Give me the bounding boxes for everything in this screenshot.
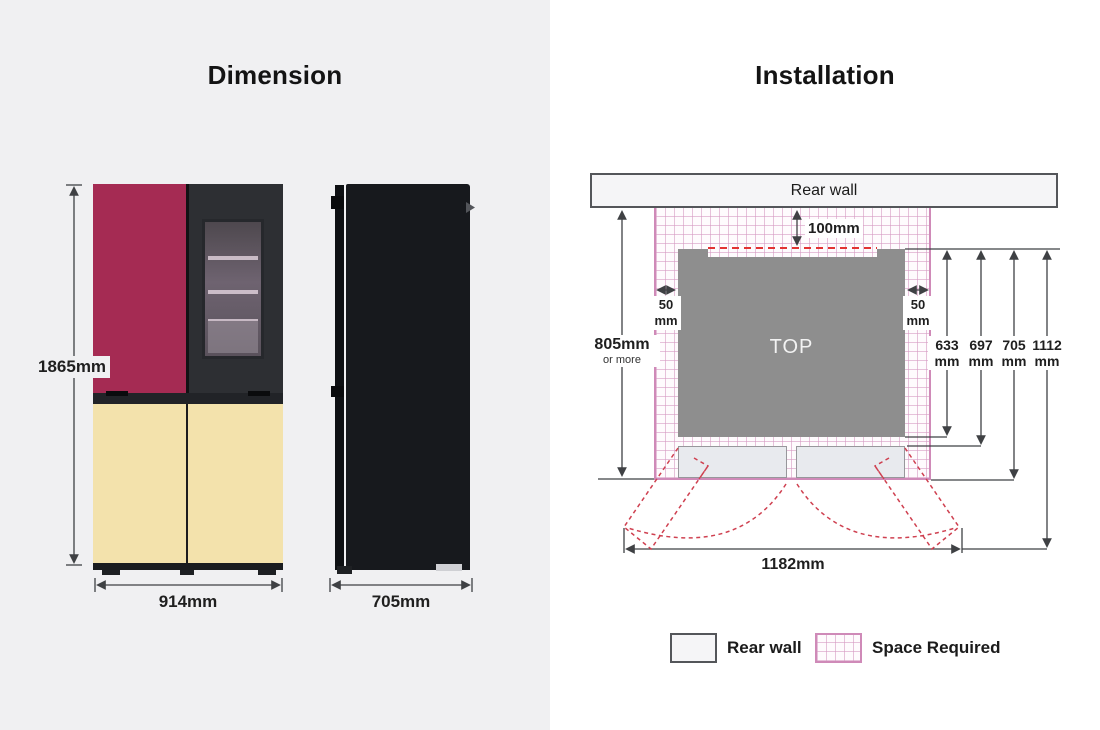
- fridge-front-foot-center: [180, 570, 194, 575]
- mid-hinge-left: [106, 391, 128, 396]
- fridge-front-mid-rail: [93, 393, 283, 404]
- top-view-right-door: [796, 446, 905, 478]
- rear-wall-box-label: Rear wall: [790, 181, 858, 199]
- rear-wall-box: Rear wall: [590, 173, 1058, 208]
- fridge-side-top-hinge: [331, 196, 344, 209]
- fridge-side-mid-hinge: [331, 386, 344, 397]
- installation-title: Installation: [755, 60, 895, 90]
- top-view-left-door: [678, 446, 787, 478]
- height-clearance-note: or more: [603, 354, 641, 366]
- legend-rear-wall-swatch: [670, 633, 717, 663]
- front-width-label: 914mm: [158, 592, 218, 611]
- legend-space-required-label: Space Required: [872, 638, 1001, 657]
- side-clearance-right-label: 50 mm: [903, 296, 933, 330]
- glass-drawer: [208, 319, 258, 353]
- instaview-glass-window: [202, 219, 264, 359]
- fridge-front-bottom-right-door: [188, 404, 283, 563]
- fridge-side-foot-rear: [436, 564, 462, 571]
- legend-rear-wall-label: Rear wall: [727, 638, 802, 657]
- fridge-front-base: [93, 563, 283, 570]
- fridge-side-door-edge: [335, 185, 344, 570]
- side-clearance-left-label: 50 mm: [651, 296, 681, 330]
- fridge-front-lower-door-gap: [186, 404, 188, 563]
- height-clearance-label: 805mm or more: [584, 335, 660, 367]
- glass-shelf: [208, 290, 258, 294]
- depth-label-1112: 1112 mm: [1026, 336, 1068, 370]
- height-label: 1865mm: [34, 356, 111, 378]
- fridge-front-foot-left: [102, 570, 120, 575]
- fridge-top-hinge-tab-left: [678, 249, 708, 259]
- depth-label-633: 633 mm: [928, 336, 966, 370]
- fridge-top-view: TOP: [678, 257, 905, 437]
- fridge-side-latch: [466, 202, 475, 213]
- side-depth-label: 705mm: [371, 592, 431, 611]
- dimension-title: Dimension: [207, 60, 343, 90]
- fridge-side-foot-front: [337, 566, 352, 574]
- mid-hinge-right: [248, 391, 270, 396]
- glass-shelf: [208, 256, 258, 260]
- fridge-front-foot-right: [258, 570, 276, 575]
- fridge-side-body: [346, 184, 470, 570]
- open-door-width-label: 1182mm: [761, 556, 825, 573]
- fridge-front-bottom-left-door: [93, 404, 186, 563]
- fridge-top-hinge-tab-right: [877, 249, 905, 259]
- legend-space-required-swatch: [815, 633, 862, 663]
- top-view-label: TOP: [769, 335, 814, 358]
- rear-clearance-label: 100mm: [805, 219, 863, 238]
- fridge-front-upper-door-gap: [186, 184, 189, 393]
